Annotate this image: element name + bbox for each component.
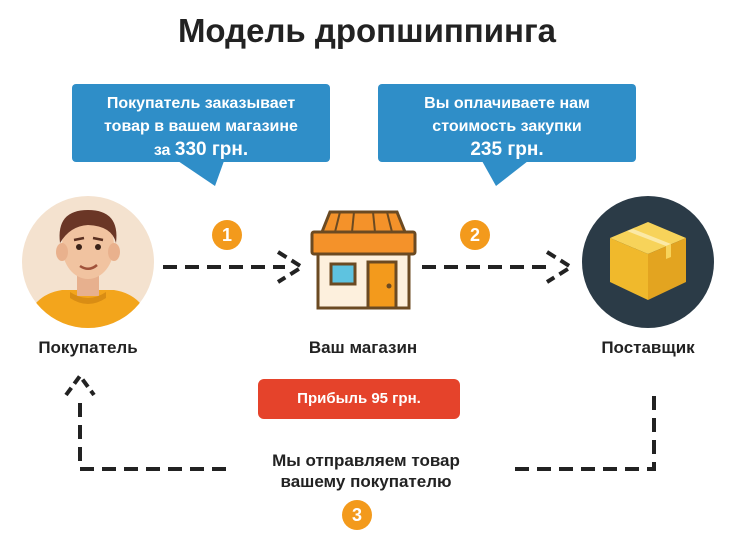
bubble-right-tail — [482, 161, 528, 186]
diagram-title: Модель дропшиппинга — [177, 12, 557, 49]
step-badge-2: 2 — [460, 220, 490, 250]
bubble-left-line2: товар в вашем магазине — [104, 118, 298, 135]
buyer-order-bubble: Покупатель заказывает товар в вашем мага… — [72, 84, 330, 162]
bubble-right-line2: стоимость закупки — [432, 118, 582, 135]
step-badge-3: 3 — [342, 500, 372, 530]
package-box-icon — [582, 196, 714, 328]
buyer-label: Покупатель — [38, 338, 138, 357]
person-avatar-icon — [22, 196, 154, 328]
bubble-right-line1: Вы оплачиваете нам — [424, 95, 590, 112]
payment-bubble: Вы оплачиваете нам стоимость закупки 235… — [378, 84, 636, 162]
arrow-supplier-to-buyer — [64, 372, 656, 471]
bubble-left-tail — [178, 161, 224, 186]
delivery-text: Мы отправляем товар вашему покупателю — [226, 450, 506, 492]
delivery-text-line1: Мы отправляем товар — [272, 451, 460, 470]
bubble-left-line3-prefix: за — [153, 142, 175, 159]
profit-badge: Прибыль 95 грн. — [258, 379, 460, 419]
bubble-left-line1: Покупатель заказывает — [106, 95, 296, 112]
supplier-label: Поставщик — [601, 338, 695, 357]
storefront-icon — [310, 210, 417, 310]
arrow-buyer-to-shop — [163, 250, 306, 284]
bubble-left-amount: 330 грн. — [174, 139, 249, 160]
arrow-shop-to-supplier — [422, 250, 575, 284]
bubble-right-amount: 235 грн. — [470, 139, 544, 160]
shop-label: Ваш магазин — [308, 338, 418, 357]
step-badge-1: 1 — [212, 220, 242, 250]
delivery-text-line2: вашему покупателю — [280, 472, 452, 491]
